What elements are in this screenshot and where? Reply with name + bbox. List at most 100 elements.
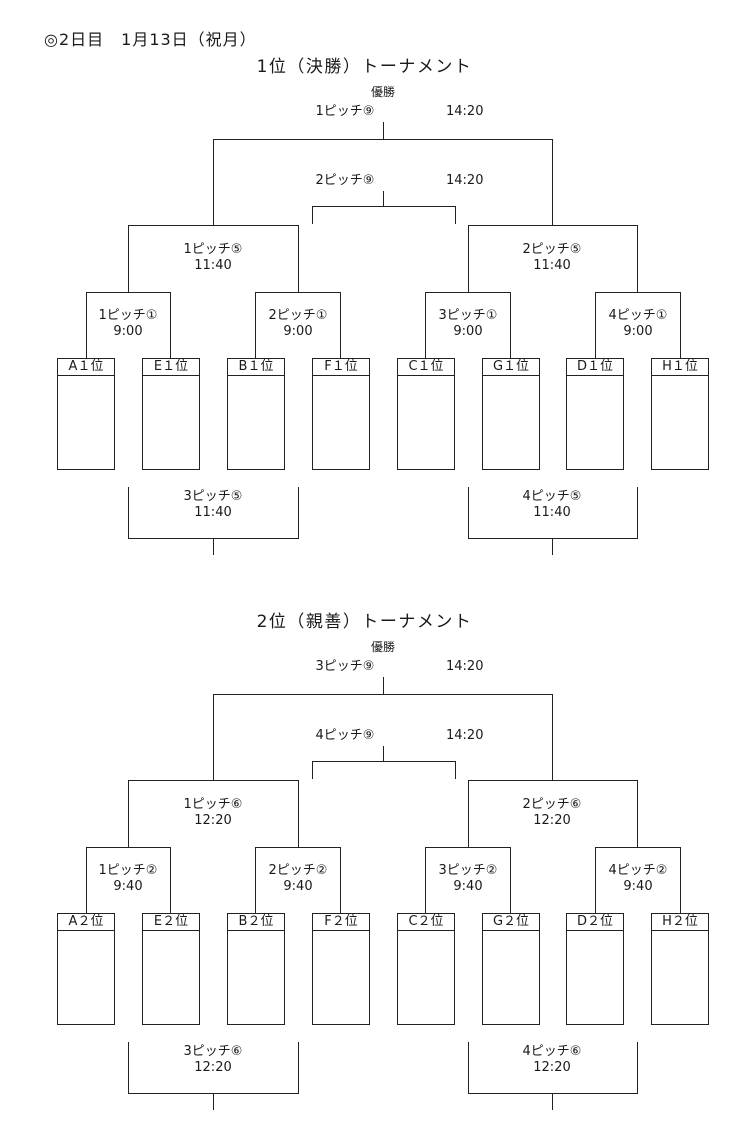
bracket-line [255,847,256,913]
bracket-line [468,780,469,848]
second-place-bracket: 2位（親善）トーナメント 優勝 3ピッチ⑨ 14:20 4ピッチ⑨ 14:20 … [0,555,729,1115]
bracket-line [552,538,553,555]
consolation-2-time: 11:40 [533,505,571,520]
consolation-1-time: 11:40 [194,505,232,520]
bracket-line [298,225,299,293]
bracket-line [86,847,87,913]
team-entry-area [143,376,199,469]
bracket-line [128,780,129,848]
team-label: A２位 [58,914,114,931]
bracket-line [510,292,511,358]
bracket-line [468,1042,469,1094]
bracket-line [468,780,638,781]
team-slot: E１位 [142,358,200,470]
team-entry-area [567,931,623,1024]
semifinal-1-label: 1ピッチ⑤ 11:40 [158,242,268,274]
team-label: H２位 [652,914,708,931]
consolation-2-label: 4ピッチ⑥ 12:20 [497,1044,607,1076]
final-pitch: 3ピッチ⑨ [315,659,375,674]
bracket-line [425,847,511,848]
bracket-line [680,847,681,913]
bracket-line [86,292,171,293]
consolation-2-time: 12:20 [533,1060,571,1075]
quarterfinal-4-label: 4ピッチ① 9:00 [583,308,693,340]
quarterfinal-3-pitch: 3ピッチ② [438,863,498,878]
bracket-line [637,225,638,293]
bracket-line [298,487,299,539]
quarterfinal-4-time: 9:00 [623,324,653,339]
semifinal-2-time: 11:40 [533,258,571,273]
quarterfinal-3-label: 3ピッチ② 9:40 [413,863,523,895]
semifinal-1-label: 1ピッチ⑥ 12:20 [158,797,268,829]
consolation-1-label: 3ピッチ⑤ 11:40 [158,489,268,521]
quarterfinal-3-time: 9:00 [453,324,483,339]
bracket-line [255,292,256,358]
team-label: D１位 [567,359,623,376]
bracket-line [255,847,341,848]
bracket-line [213,139,214,226]
team-slot: C２位 [397,913,455,1025]
team-slot: D１位 [566,358,624,470]
team-label: H１位 [652,359,708,376]
third-place-time: 14:20 [446,173,484,188]
consolation-1-pitch: 3ピッチ⑥ [183,1044,243,1059]
bracket-line [128,487,129,539]
consolation-2-pitch: 4ピッチ⑤ [522,489,582,504]
team-entry-area [228,376,284,469]
team-label: C１位 [398,359,454,376]
consolation-1-label: 3ピッチ⑥ 12:20 [158,1044,268,1076]
final-pitch: 1ピッチ⑨ [315,104,375,119]
team-entry-area [143,931,199,1024]
consolation-1-time: 12:20 [194,1060,232,1075]
team-label: B２位 [228,914,284,931]
third-place-pitch: 4ピッチ⑨ [315,728,375,743]
quarterfinal-2-label: 2ピッチ① 9:00 [243,308,353,340]
bracket-line [86,847,171,848]
team-slot: G２位 [482,913,540,1025]
team-slot: C１位 [397,358,455,470]
quarterfinal-1-label: 1ピッチ② 9:40 [73,863,183,895]
team-slot: G１位 [482,358,540,470]
bracket-line [298,780,299,848]
quarterfinal-1-label: 1ピッチ① 9:00 [73,308,183,340]
bracket-line [312,206,456,207]
bracket-line [637,487,638,539]
third-place-time: 14:20 [446,728,484,743]
bracket-line [213,1093,214,1110]
team-label: E１位 [143,359,199,376]
team-slot: H１位 [651,358,709,470]
semifinal-1-pitch: 1ピッチ⑥ [183,797,243,812]
quarterfinal-1-pitch: 1ピッチ② [98,863,158,878]
team-entry-area [483,931,539,1024]
bracket-line [312,206,313,224]
quarterfinal-1-time: 9:00 [113,324,143,339]
bracket-line [468,225,638,226]
page-header: ◎2日目 1月13日（祝月） [44,30,257,49]
semifinal-2-pitch: 2ピッチ⑥ [522,797,582,812]
quarterfinal-3-time: 9:40 [453,879,483,894]
team-entry-area [567,376,623,469]
quarterfinal-3-label: 3ピッチ① 9:00 [413,308,523,340]
quarterfinal-3-pitch: 3ピッチ① [438,308,498,323]
bracket-line [425,292,511,293]
bracket-line [425,847,426,913]
team-slot: H２位 [651,913,709,1025]
quarterfinal-2-time: 9:40 [283,879,313,894]
team-entry-area [652,931,708,1024]
bracket-line [86,292,87,358]
team-label: A１位 [58,359,114,376]
team-entry-area [483,376,539,469]
quarterfinal-4-pitch: 4ピッチ② [608,863,668,878]
semifinal-1-time: 12:20 [194,813,232,828]
bracket-line [595,292,681,293]
bracket-line [383,677,384,694]
bracket-line [128,780,299,781]
bracket-line [595,292,596,358]
final-time: 14:20 [446,659,484,674]
bracket-line [170,847,171,913]
bracket-line [425,292,426,358]
bracket-line [595,847,681,848]
team-entry-area [228,931,284,1024]
bracket-line [680,292,681,358]
team-slot: A１位 [57,358,115,470]
